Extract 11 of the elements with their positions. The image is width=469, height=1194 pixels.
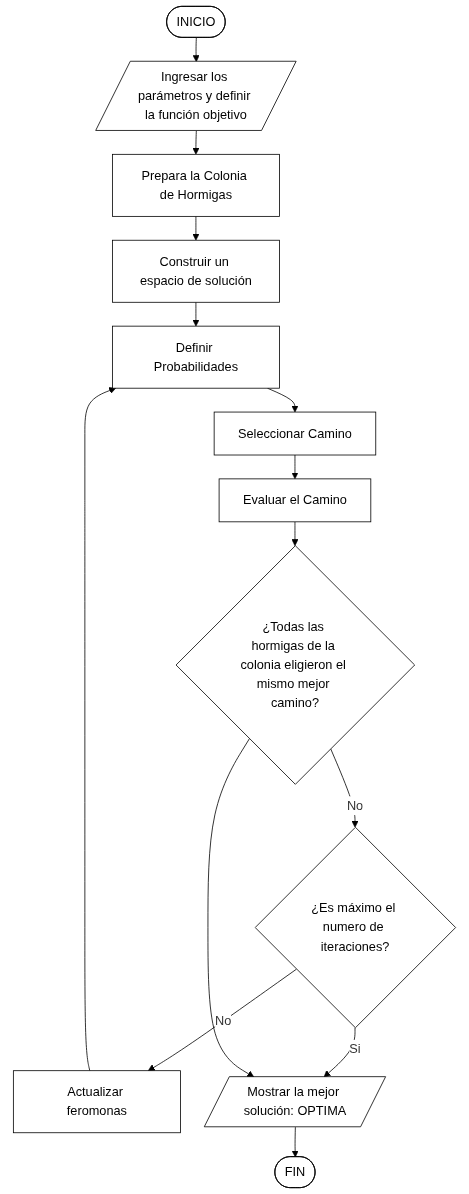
node-diamond: ¿Es máximo el numero de iteraciones? (254, 826, 457, 1029)
node-box: Seleccionar Camino (213, 411, 377, 456)
edge-label: No (215, 1014, 232, 1028)
node-box: Prepara la Colonia de Hormigas (112, 153, 280, 217)
node-box: Definir Probabilidades (112, 325, 280, 389)
edge-label: Si (349, 1042, 361, 1056)
node-box: Construir un espacio de solución (112, 239, 280, 303)
node-box: Actualizar feromonas (12, 1070, 181, 1134)
node-diamond: ¿Todas las hormigas de la colonia eligieron el mismo mejor camino? (175, 545, 416, 785)
edge-label: No (346, 798, 364, 813)
node-box: Evaluar el Camino (218, 478, 372, 523)
